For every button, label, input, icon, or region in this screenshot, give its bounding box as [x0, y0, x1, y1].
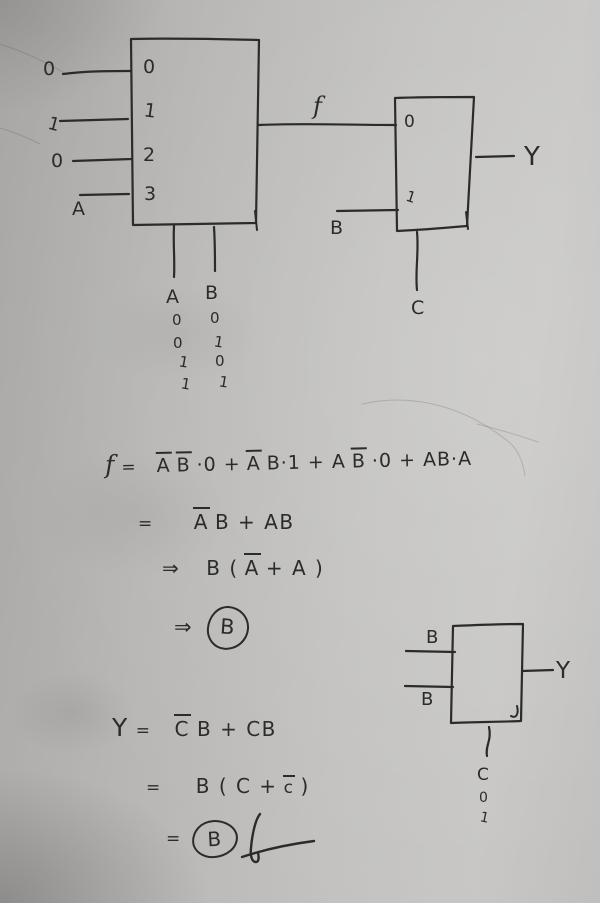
paper-creases: [0, 43, 539, 477]
mux3-box: [449, 622, 525, 725]
equation-segment: ): [300, 774, 310, 798]
equation-segment: B·1 + A: [266, 450, 347, 475]
truth-table-header-b: B: [205, 282, 219, 304]
equation-y-result: = B: [166, 818, 239, 860]
mux1-box: [129, 37, 261, 231]
not-a-term: A: [246, 452, 261, 475]
mux2-input-wire-b: [335, 208, 400, 213]
f-signal-label: f: [313, 92, 322, 120]
mux2-box: [393, 95, 476, 233]
implies-arrow: ⇒: [174, 615, 194, 640]
mux1-port-0-label: 0: [143, 56, 156, 78]
check-flourish: [240, 812, 316, 864]
equation-segment: ·0 +: [196, 453, 241, 477]
equals-sign: =: [138, 514, 154, 534]
mux3-input-wire-bottom: [403, 684, 455, 689]
equation-f-simplified-1: = A B + AB: [138, 507, 295, 534]
truth-table-b-value: 0: [210, 309, 220, 327]
equation-segment: B (: [206, 556, 239, 580]
equation-y-expansion: Y = C B + CB: [112, 713, 277, 743]
equals-sign: =: [135, 721, 152, 741]
equation-y-factored: = B ( C + c ): [146, 774, 310, 798]
not-b-term: B: [351, 450, 367, 473]
equation-segment: + A ): [265, 556, 325, 580]
mux1-select-wire-b: [212, 225, 217, 273]
mux3-input-wire-top: [404, 649, 457, 654]
mux1-input-wire-0: [61, 69, 133, 76]
circled-result-b: B: [205, 604, 251, 652]
equation-segment: B + CB: [197, 717, 277, 741]
mux3-select-wire: [485, 725, 491, 758]
equation-f-factored: ⇒ B ( A + A ): [162, 553, 325, 580]
truth-table-a-value: 0: [172, 311, 182, 329]
implies-arrow: ⇒: [162, 556, 181, 580]
equation-segment: B ( C +: [195, 774, 278, 798]
equation-lhs-f: f: [104, 449, 116, 480]
mux3-select-c-label: C: [477, 765, 489, 785]
equation-segment: B + AB: [214, 510, 295, 534]
equation-lhs-y: Y: [112, 713, 129, 742]
truth-table-b-value: 0: [215, 352, 225, 370]
mux3-output-y-label: Y: [556, 658, 571, 684]
mux2-select-c-label: C: [411, 297, 425, 319]
mux3-output-wire: [520, 668, 555, 673]
mux1-input-wire-1: [58, 117, 130, 123]
mux2-select-wire: [415, 230, 419, 292]
equals-sign: =: [146, 778, 162, 798]
mux2-port-0-label: 0: [404, 112, 415, 132]
mux1-port-3-label: 3: [144, 183, 157, 205]
equation-segment: ·0 + AB·A: [371, 447, 473, 473]
result-b: B: [219, 614, 237, 640]
mux1-input-0-label: 0: [43, 58, 56, 80]
equals-sign: =: [166, 828, 182, 849]
result-b: B: [206, 826, 223, 852]
mux3-input-bottom-b-label: B: [421, 689, 434, 710]
not-c-term: C: [173, 714, 192, 741]
mux2-output-wire: [474, 154, 516, 159]
mux1-port-2-label: 2: [143, 144, 156, 166]
truth-table-a-value: 0: [173, 334, 183, 352]
equation-f-result: ⇒ B: [174, 604, 251, 652]
not-a-term: A: [156, 454, 171, 477]
not-c-term: c: [282, 774, 296, 798]
f-wire: [257, 123, 398, 127]
mux3-input-top-b-label: B: [426, 627, 439, 648]
not-a-term: A: [243, 553, 262, 580]
mux2-output-y-label: Y: [524, 142, 540, 172]
circled-result-b: B: [190, 818, 239, 860]
mux1-select-wire-a: [172, 224, 176, 279]
mux3-select-value-0: 0: [479, 790, 488, 806]
mux1-input-3-label: A: [72, 198, 85, 220]
mux1-input-wire-3: [78, 192, 131, 197]
mux1-input-2-label: 0: [51, 150, 64, 172]
equals-sign: =: [121, 457, 137, 478]
not-b-term: B: [176, 454, 191, 477]
mux2-input-b-label: B: [330, 217, 344, 239]
truth-table-header-a: A: [166, 286, 179, 308]
not-a-term: A: [192, 507, 211, 534]
mux1-input-wire-2: [71, 157, 134, 163]
